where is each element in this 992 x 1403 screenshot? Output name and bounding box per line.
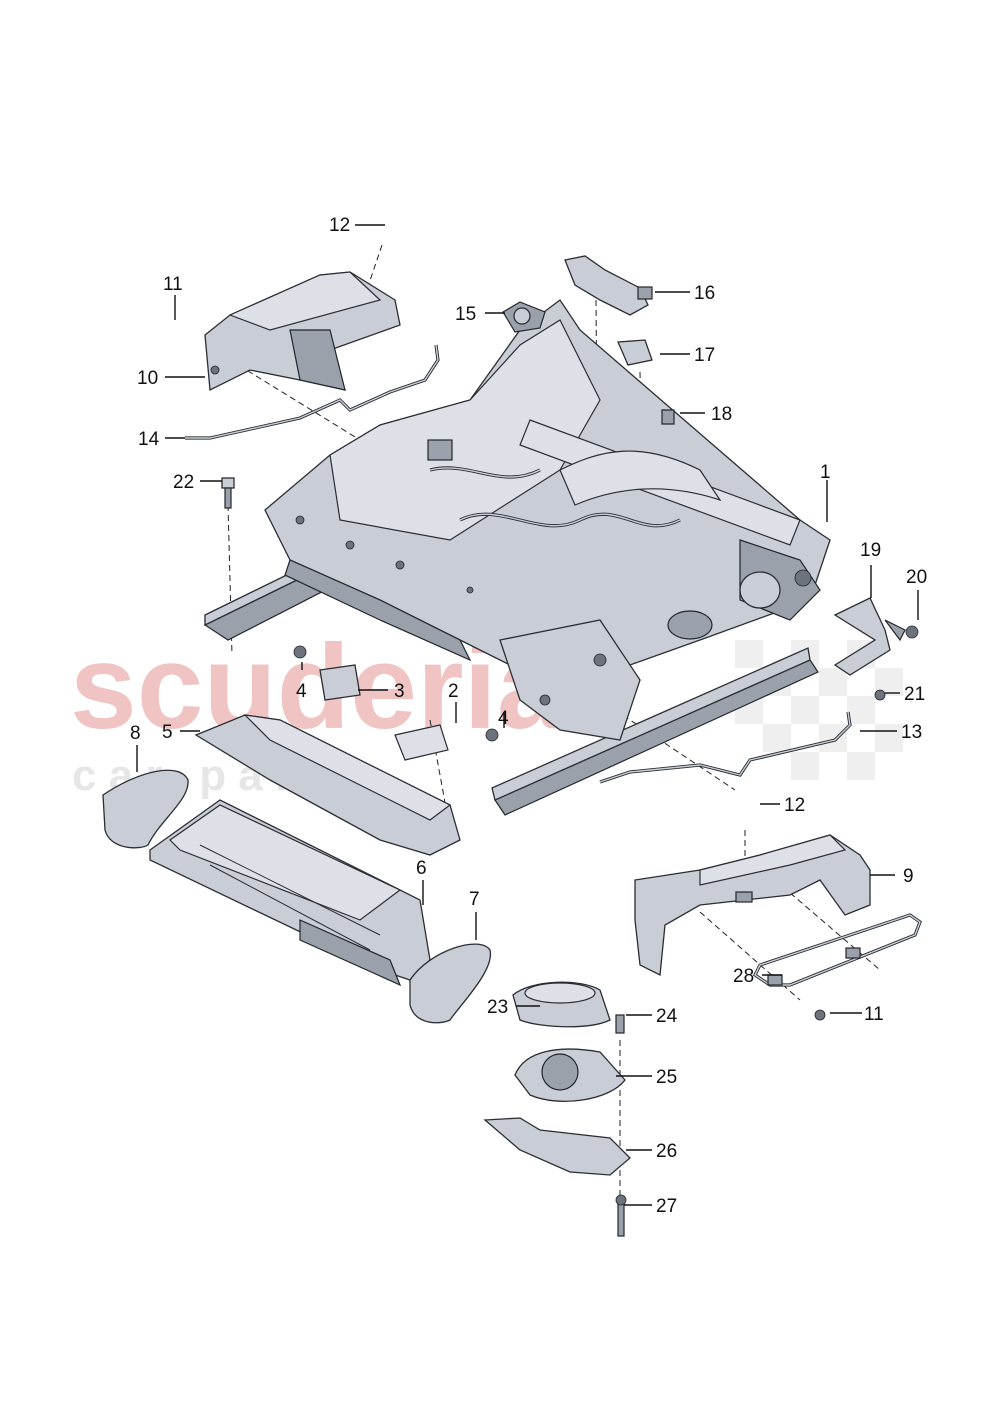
callout-12-top: 12 xyxy=(329,215,350,236)
callout-4-right: 4 xyxy=(498,708,509,729)
callout-9: 9 xyxy=(903,866,914,887)
side-bracket xyxy=(833,597,919,701)
wire-bracket-13 xyxy=(599,711,852,784)
callout-17: 17 xyxy=(694,345,715,366)
small-brackets xyxy=(293,645,499,761)
callout-24: 24 xyxy=(656,1006,678,1027)
watermark: scuderia c a r p a r t s xyxy=(70,620,903,800)
callout-22: 22 xyxy=(173,472,194,493)
wire-loop-28 xyxy=(752,913,922,1021)
callout-27: 27 xyxy=(656,1196,677,1217)
callout-13: 13 xyxy=(901,722,922,743)
callout-28: 28 xyxy=(733,966,754,987)
callout-labels: 1 2 3 4 4 5 6 7 8 9 10 11 11 12 12 13 14… xyxy=(130,215,927,1217)
leader-lines xyxy=(136,224,919,1206)
callout-7: 7 xyxy=(469,889,480,910)
fan-assembly xyxy=(483,981,631,1237)
callout-23: 23 xyxy=(487,997,508,1018)
callout-15: 15 xyxy=(455,304,476,325)
callout-26: 26 xyxy=(656,1141,677,1162)
callout-18: 18 xyxy=(711,404,732,425)
callout-16: 16 xyxy=(694,283,715,304)
small-parts-top xyxy=(502,255,675,425)
callout-10: 10 xyxy=(137,368,158,389)
callout-5: 5 xyxy=(162,722,173,743)
callout-25: 25 xyxy=(656,1067,677,1088)
callout-4-left: 4 xyxy=(296,681,307,702)
wire-bracket-14 xyxy=(185,344,440,440)
end-caps xyxy=(102,769,492,1024)
callout-6: 6 xyxy=(416,858,427,879)
callout-14: 14 xyxy=(138,429,160,450)
front-bracket xyxy=(634,834,871,977)
callout-1: 1 xyxy=(820,462,831,483)
seat-frame xyxy=(203,299,831,816)
callout-2: 2 xyxy=(448,681,459,702)
callout-11-top: 11 xyxy=(163,274,183,295)
callout-21: 21 xyxy=(904,684,925,705)
callout-20: 20 xyxy=(906,567,927,588)
callout-3: 3 xyxy=(394,681,405,702)
bolt-22 xyxy=(221,477,235,509)
callout-19: 19 xyxy=(860,540,881,561)
front-panel xyxy=(194,714,461,856)
rear-cover xyxy=(204,271,401,392)
callout-11-bottom: 11 xyxy=(864,1004,884,1025)
callout-12-bottom: 12 xyxy=(784,795,805,816)
callout-8: 8 xyxy=(130,723,141,744)
